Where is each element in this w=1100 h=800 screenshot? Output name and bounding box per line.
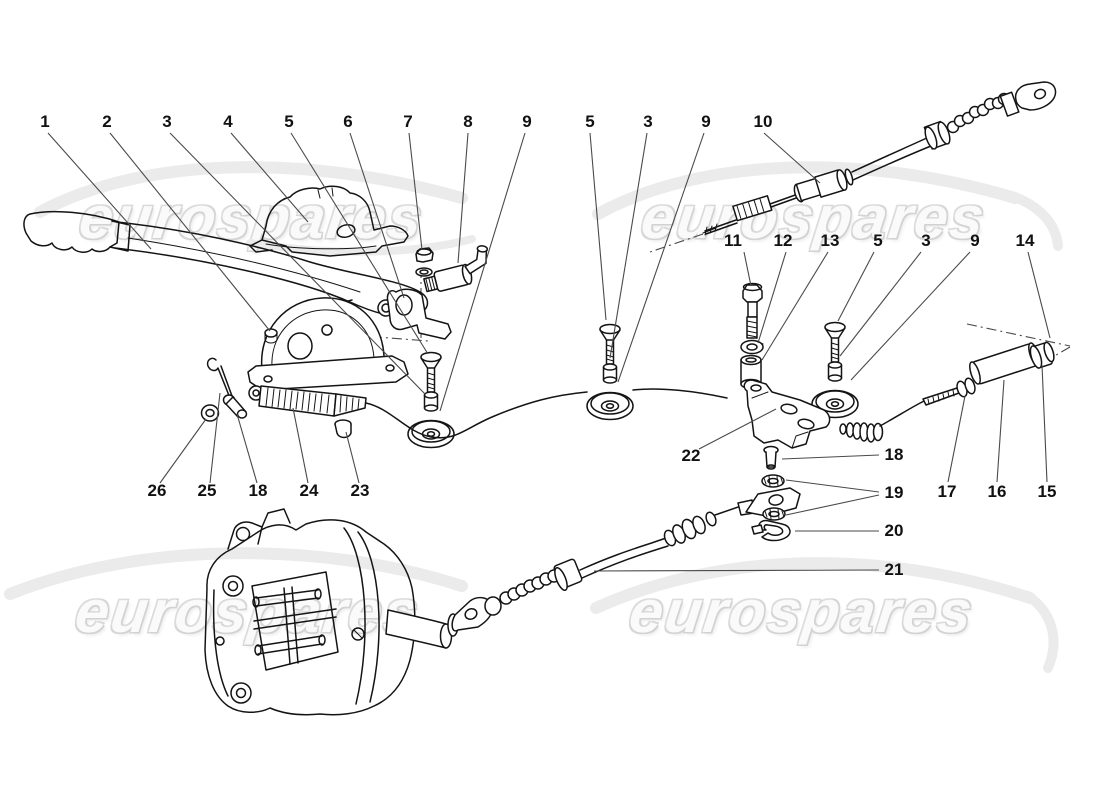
cable-knurl xyxy=(499,569,561,605)
washer-26 xyxy=(200,404,220,422)
callout-21: 21 xyxy=(884,560,904,579)
washer-19-lower xyxy=(762,507,786,521)
callout-3: 3 xyxy=(921,231,931,250)
callout-18: 18 xyxy=(884,445,904,464)
callout-12: 12 xyxy=(773,231,793,250)
callout-5: 5 xyxy=(284,112,294,131)
callout-23: 23 xyxy=(350,481,370,500)
callout-6: 6 xyxy=(343,112,353,131)
callout-11: 11 xyxy=(724,231,742,250)
switch-8 xyxy=(423,245,489,293)
watermark-swoosh xyxy=(4,161,1063,673)
clip-20 xyxy=(751,519,791,542)
callout-25: 25 xyxy=(197,481,217,500)
callout-9: 9 xyxy=(970,231,980,250)
callout-16: 16 xyxy=(987,482,1007,501)
cable-adjuster xyxy=(922,341,1055,406)
callout-5: 5 xyxy=(873,231,883,250)
callout-15: 15 xyxy=(1037,482,1057,501)
callout-9: 9 xyxy=(522,112,532,131)
callout-7: 7 xyxy=(403,112,413,131)
bracket-22 xyxy=(743,379,831,449)
clevis-pin-18 xyxy=(222,394,248,419)
callout-9: 9 xyxy=(701,112,711,131)
callout-13: 13 xyxy=(820,231,840,250)
callout-4: 4 xyxy=(223,112,233,131)
washer-19-upper xyxy=(761,474,785,488)
turnbuckle-24 xyxy=(248,385,367,417)
callout-5: 5 xyxy=(585,112,595,131)
callout-10: 10 xyxy=(753,112,773,131)
callout-20: 20 xyxy=(884,521,904,540)
ratchet-housing xyxy=(247,297,409,391)
callout-17: 17 xyxy=(937,482,957,501)
pin-18 xyxy=(763,445,779,470)
boot-spring xyxy=(839,400,925,443)
callout-19: 19 xyxy=(884,483,904,502)
bracket-6 xyxy=(377,288,452,340)
callout-1: 1 xyxy=(40,112,50,131)
callout-24: 24 xyxy=(299,481,319,500)
callout-26: 26 xyxy=(147,481,167,500)
cable-21 xyxy=(451,487,801,632)
cotter-pin-25 xyxy=(206,357,236,405)
cable-10 xyxy=(702,81,1057,236)
main-cable xyxy=(365,388,728,439)
callout-18: 18 xyxy=(248,481,268,500)
lever-cover xyxy=(249,185,409,257)
callout-3: 3 xyxy=(162,112,172,131)
callout-2: 2 xyxy=(102,112,112,131)
locknut-7 xyxy=(415,247,434,277)
callout-14: 14 xyxy=(1015,231,1035,250)
leader-lines xyxy=(47,132,1051,572)
callout-3: 3 xyxy=(643,112,653,131)
bolt-11 xyxy=(742,282,763,339)
cap-nut-23 xyxy=(334,419,352,439)
callout-8: 8 xyxy=(463,112,473,131)
callout-22: 22 xyxy=(681,446,701,465)
